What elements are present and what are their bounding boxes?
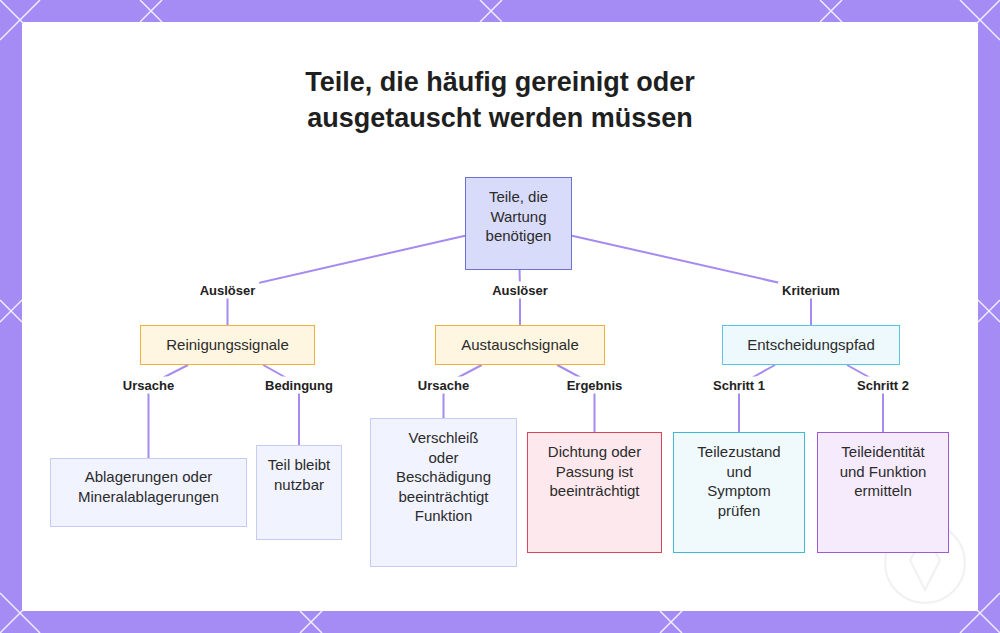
node-label: Teile, die Wartung benötigen bbox=[472, 187, 565, 246]
node-box: Verschleiß oder Beschädigung beeinträcht… bbox=[370, 418, 517, 567]
node-box: Teilezustand und Symptom prüfen bbox=[673, 432, 805, 553]
edge-label: Kriterium bbox=[778, 282, 844, 299]
connector-line bbox=[739, 365, 775, 432]
node-label: Ablagerungen oder Mineralablagerungen bbox=[59, 467, 238, 506]
node-label: Teileidentität und Funktion ermitteln bbox=[832, 442, 934, 501]
node-label: Dichtung oder Passung ist beeinträchtigt bbox=[546, 442, 643, 501]
edge-label: Schritt 1 bbox=[709, 377, 769, 394]
node-box: Teileidentität und Funktion ermitteln bbox=[817, 432, 949, 553]
connector-line bbox=[557, 365, 594, 432]
edge-label: Bedingung bbox=[261, 377, 337, 394]
node-label: Teil bleibt nutzbar bbox=[261, 455, 337, 494]
connector-line bbox=[228, 236, 466, 325]
node-label: Teilezustand und Symptom prüfen bbox=[694, 442, 784, 520]
node-box: Reinigungssignale bbox=[140, 325, 315, 365]
edge-label: Auslöser bbox=[196, 282, 260, 299]
connector-line bbox=[847, 365, 883, 432]
node-box: Austauschsignale bbox=[435, 325, 605, 365]
edge-label: Auslöser bbox=[488, 282, 552, 299]
connector-line bbox=[572, 236, 811, 325]
edge-label: Schritt 2 bbox=[853, 377, 913, 394]
node-label: Austauschsignale bbox=[461, 335, 579, 355]
edge-label: Ergebnis bbox=[563, 377, 627, 394]
node-box: Dichtung oder Passung ist beeinträchtigt bbox=[527, 432, 662, 553]
content-panel bbox=[22, 22, 978, 611]
edge-label: Ursache bbox=[119, 377, 178, 394]
node-label: Verschleiß oder Beschädigung beeinträcht… bbox=[393, 428, 494, 526]
node-box: Entscheidungspfad bbox=[722, 325, 900, 365]
diagram-title: Teile, die häufig gereinigt oder ausgeta… bbox=[260, 64, 740, 136]
node-box: Ablagerungen oder Mineralablagerungen bbox=[50, 458, 247, 527]
node-box: Teil bleibt nutzbar bbox=[256, 445, 342, 540]
node-box: Teile, die Wartung benötigen bbox=[465, 177, 572, 270]
edge-label: Ursache bbox=[414, 377, 473, 394]
node-label: Entscheidungspfad bbox=[747, 335, 875, 355]
title-text: Teile, die häufig gereinigt oder ausgeta… bbox=[260, 64, 740, 136]
node-label: Reinigungssignale bbox=[166, 335, 289, 355]
